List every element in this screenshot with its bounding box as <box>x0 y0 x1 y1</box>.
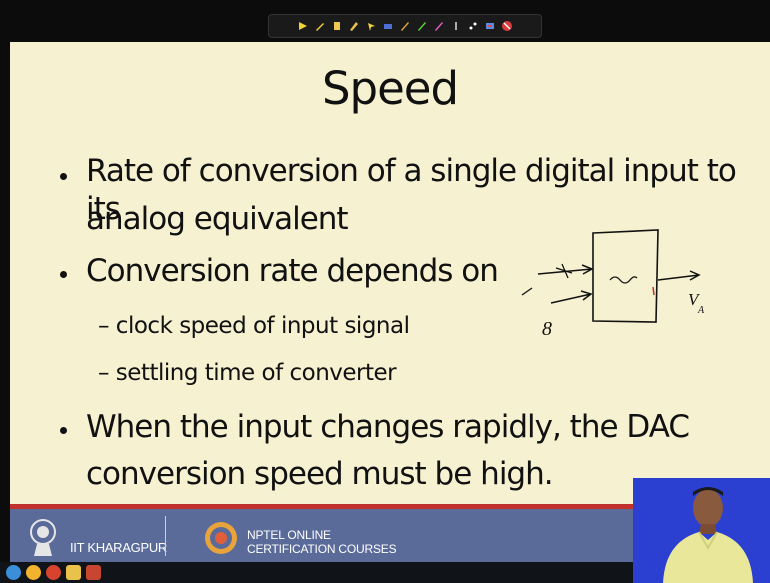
nptel-label: NPTEL ONLINE CERTIFICATION COURSES <box>247 528 397 556</box>
output-label-v: V <box>688 290 701 309</box>
bus-width-label: 8 <box>542 318 552 340</box>
eraser-icon[interactable] <box>382 20 394 32</box>
bullet-dot <box>60 173 67 180</box>
highlighter-icon[interactable] <box>331 20 343 32</box>
slide-content: Speed Rate of conversion of a single dig… <box>10 42 770 562</box>
square-icon[interactable] <box>484 20 496 32</box>
pencil-icon[interactable] <box>399 20 411 32</box>
bullet-1-line2: analog equivalent <box>86 201 349 237</box>
presenter-silhouette <box>633 478 770 583</box>
marker-icon[interactable] <box>348 20 360 32</box>
bullet-dot <box>60 271 67 278</box>
bullet-dot <box>60 427 67 434</box>
folder-icon[interactable] <box>66 565 81 580</box>
clear-icon[interactable] <box>501 20 513 32</box>
line-icon[interactable] <box>450 20 462 32</box>
input-tick <box>521 287 533 296</box>
bullet-3-line1: When the input changes rapidly, the DAC <box>86 409 690 445</box>
input-arrow-2 <box>550 290 593 304</box>
bullet-3-line2: conversion speed must be high. <box>86 456 554 492</box>
nptel-line2: CERTIFICATION COURSES <box>247 542 397 556</box>
slide-title: Speed <box>321 62 459 115</box>
media-icon[interactable] <box>46 565 61 580</box>
powerpoint-icon[interactable] <box>86 565 101 580</box>
pink-pen-icon[interactable] <box>433 20 445 32</box>
footer-bar <box>10 509 635 562</box>
start-icon[interactable] <box>6 565 21 580</box>
browser-icon[interactable] <box>26 565 41 580</box>
sub-bullet-1: – clock speed of input signal <box>98 313 410 339</box>
nptel-logo-icon <box>205 522 237 554</box>
cursor-mark <box>652 286 655 296</box>
bullet-1-line1: Rate of conversion of a single digital i… <box>86 153 737 227</box>
presenter-video <box>633 478 770 583</box>
footer-divider <box>165 516 166 556</box>
sub-bullet-2: – settling time of converter <box>98 360 397 386</box>
iit-logo-icon <box>30 519 56 556</box>
footer-stripe <box>10 504 635 509</box>
nptel-line1: NPTEL ONLINE <box>247 528 331 542</box>
output-arrow <box>657 270 701 281</box>
arrow-icon[interactable] <box>297 20 309 32</box>
bullet-2-line1: Conversion rate depends on <box>86 253 499 289</box>
taskbar <box>0 562 633 583</box>
annotation-toolbar <box>268 14 542 38</box>
dac-block <box>592 229 659 323</box>
pointer-icon[interactable] <box>365 20 377 32</box>
green-pen-icon[interactable] <box>416 20 428 32</box>
dac-handwritten-diagram: V A 8 <box>521 229 705 340</box>
sine-squiggle <box>609 276 638 284</box>
bus-slash <box>555 263 573 279</box>
output-label-sub: A <box>697 305 705 316</box>
pen-icon[interactable] <box>314 20 326 32</box>
dots-icon[interactable] <box>467 20 479 32</box>
iit-kharagpur-label: IIT KHARAGPUR <box>70 540 167 555</box>
